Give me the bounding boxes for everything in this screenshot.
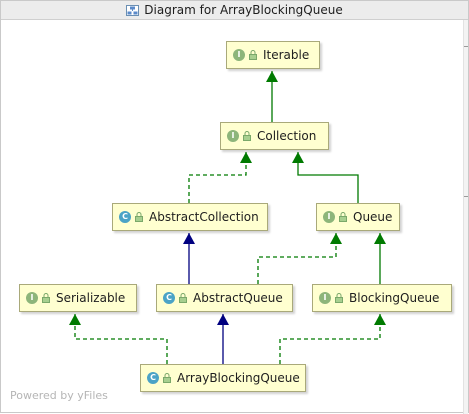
lock-icon — [163, 373, 171, 383]
node-blockingqueue[interactable]: I BlockingQueue — [312, 284, 452, 312]
arrowhead-abstractcollection — [183, 233, 195, 244]
interface-icon: I — [26, 292, 38, 304]
lock-icon — [249, 50, 257, 60]
arrowhead-collection-left — [240, 152, 252, 163]
scroll-marker — [464, 46, 468, 47]
arrowhead-queue-right — [374, 233, 386, 244]
node-label: Serializable — [56, 291, 126, 305]
node-label: AbstractQueue — [193, 291, 283, 305]
diagram-canvas[interactable] — [1, 20, 468, 414]
edge-queue-collection — [297, 152, 359, 203]
interface-icon: I — [319, 292, 331, 304]
node-label: ArrayBlockingQueue — [177, 371, 300, 385]
node-abstractcollection[interactable]: C AbstractCollection — [112, 203, 268, 231]
edge-arrayblockingqueue-serializable — [74, 314, 168, 364]
vertical-scrollbar[interactable] — [463, 20, 468, 414]
arrowhead-abstractqueue — [217, 314, 229, 325]
lock-icon — [179, 293, 187, 303]
arrowhead-blockingqueue — [374, 314, 386, 325]
node-collection[interactable]: I Collection — [220, 122, 329, 150]
lock-icon — [42, 293, 50, 303]
watermark: Powered by yFiles — [10, 389, 108, 402]
node-queue[interactable]: I Queue — [316, 203, 400, 231]
window-title: Diagram for ArrayBlockingQueue — [144, 3, 343, 17]
node-label: Iterable — [263, 48, 310, 62]
interface-icon: I — [323, 211, 335, 223]
lock-icon — [335, 293, 343, 303]
node-label: Queue — [353, 210, 393, 224]
scroll-marker — [464, 196, 468, 197]
node-label: BlockingQueue — [349, 291, 440, 305]
class-icon: C — [119, 211, 131, 223]
arrowhead-collection-right — [292, 152, 304, 163]
lock-icon — [339, 212, 347, 222]
node-abstractqueue[interactable]: C AbstractQueue — [156, 284, 293, 312]
class-icon: C — [163, 292, 175, 304]
window-titlebar: Diagram for ArrayBlockingQueue — [1, 1, 468, 20]
node-iterable[interactable]: I Iterable — [226, 41, 320, 69]
arrowhead-queue-left — [330, 233, 342, 244]
edge-abstractcollection-collection — [188, 152, 247, 203]
arrowhead-serializable — [69, 314, 81, 325]
interface-icon: I — [227, 130, 239, 142]
node-serializable[interactable]: I Serializable — [19, 284, 137, 312]
lock-icon — [135, 212, 143, 222]
interface-icon: I — [233, 49, 245, 61]
node-arrayblockingqueue[interactable]: C ArrayBlockingQueue — [140, 364, 306, 392]
diagram-icon — [126, 4, 140, 16]
lock-icon — [243, 131, 251, 141]
node-label: AbstractCollection — [149, 210, 259, 224]
edges-layer — [69, 71, 386, 364]
arrowhead-iterable — [266, 71, 278, 82]
edge-abstractqueue-queue — [257, 233, 337, 284]
node-label: Collection — [257, 129, 317, 143]
class-icon: C — [147, 372, 159, 384]
edge-arrayblockingqueue-blockingqueue — [279, 314, 381, 364]
